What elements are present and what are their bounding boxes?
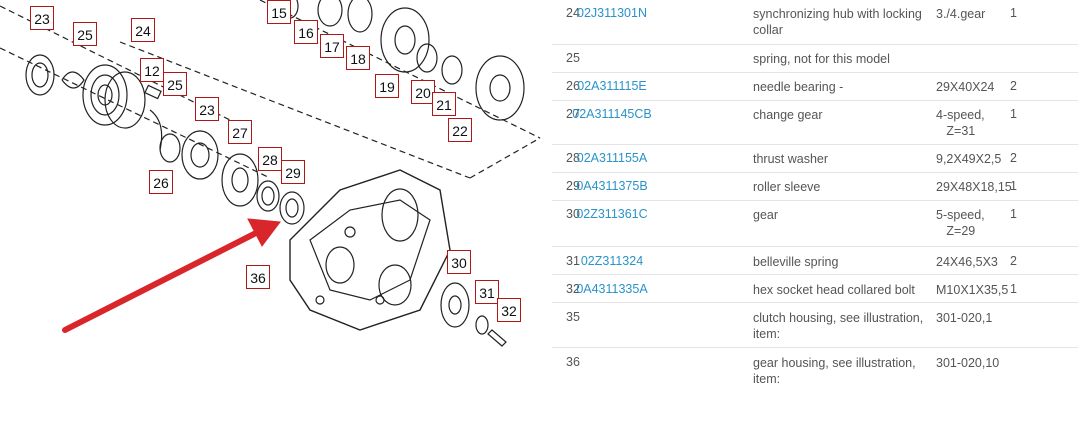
- part-remark: M10X1X35,5: [936, 283, 1009, 297]
- callout-24[interactable]: 24: [131, 18, 155, 42]
- part-number-link[interactable]: 02A311155A: [576, 151, 648, 165]
- part-remark: 5-speed, Z=29: [936, 208, 985, 238]
- callout-32[interactable]: 32: [497, 298, 521, 322]
- table-row: 27 02A311145CB change gear 4-speed, Z=31…: [552, 100, 1078, 145]
- callout-26[interactable]: 26: [149, 170, 173, 194]
- part-number-link[interactable]: 02A311115E: [577, 79, 647, 93]
- callout-21[interactable]: 21: [432, 92, 456, 116]
- callout-12[interactable]: 12: [140, 58, 164, 82]
- part-number-link[interactable]: 0A4311375B: [576, 179, 648, 193]
- table-row: 28 02A311155A thrust washer 9,2X49X2,5 2: [552, 144, 1078, 173]
- row-position: 30: [566, 207, 580, 221]
- part-quantity: 2: [1010, 79, 1017, 93]
- part-quantity: 1: [1010, 6, 1017, 20]
- part-remark: 29X40X24: [936, 80, 995, 94]
- part-remark: 24X46,5X3: [936, 255, 998, 269]
- callout-15[interactable]: 15: [267, 0, 291, 24]
- part-description: needle bearing -: [753, 80, 844, 94]
- part-quantity: 2: [1010, 254, 1017, 268]
- callout-36[interactable]: 36: [246, 265, 270, 289]
- part-number-link[interactable]: 02Z311324: [580, 254, 644, 268]
- callout-19[interactable]: 19: [375, 74, 399, 98]
- row-position: 36: [566, 355, 580, 369]
- callout-25[interactable]: 25: [73, 22, 97, 46]
- part-number-link[interactable]: 02J311301N: [577, 6, 647, 20]
- table-row: 24 02J311301N synchronizing hub with loc…: [552, 0, 1078, 45]
- part-description: gear: [753, 208, 779, 222]
- callout-29[interactable]: 29: [281, 160, 305, 184]
- callout-22[interactable]: 22: [448, 118, 472, 142]
- table-row: 29 0A4311375B roller sleeve 29X48X18,15 …: [552, 172, 1078, 201]
- callout-23[interactable]: 23: [30, 6, 54, 30]
- part-number-link[interactable]: 02A311145CB: [572, 107, 652, 121]
- part-description: thrust washer: [753, 152, 829, 166]
- row-position: 24: [566, 6, 580, 20]
- callout-25b[interactable]: 25: [163, 72, 187, 96]
- callout-28[interactable]: 28: [258, 147, 282, 171]
- table-row: 36 gear housing, see illustration, item:…: [552, 347, 1078, 395]
- part-description: change gear: [753, 108, 823, 122]
- part-quantity: 1: [1010, 207, 1017, 221]
- callout-30[interactable]: 30: [447, 250, 471, 274]
- row-position: 25: [566, 51, 580, 65]
- row-position: 26: [566, 79, 580, 93]
- part-description: clutch housing, see illustration, item:: [753, 311, 924, 341]
- part-description: belleville spring: [753, 255, 839, 269]
- row-position: 28: [566, 151, 580, 165]
- table-row: 31 02Z311324 belleville spring 24X46,5X3…: [552, 246, 1078, 275]
- part-remark: 4-speed, Z=31: [936, 108, 985, 138]
- part-number-link[interactable]: 02Z311361C: [576, 207, 648, 221]
- callout-27[interactable]: 27: [228, 120, 252, 144]
- diagram-drawing: [0, 0, 541, 347]
- table-row: 25 spring, not for this model: [552, 44, 1078, 73]
- exploded-parts-diagram: 23 25 24 12 25 15 16 17 18 19 20 21 22 2…: [0, 0, 541, 347]
- row-position: 31: [566, 254, 580, 268]
- part-quantity: 1: [1010, 282, 1017, 296]
- part-remark: 301-020,10: [936, 356, 1000, 370]
- part-quantity: 1: [1010, 179, 1017, 193]
- row-position: 35: [566, 310, 580, 324]
- part-remark: 29X48X18,15: [936, 180, 1012, 194]
- row-position: 32: [566, 282, 580, 296]
- callout-31[interactable]: 31: [475, 280, 499, 304]
- part-description: spring, not for this model: [753, 52, 890, 66]
- part-description: synchronizing hub with locking collar: [753, 7, 922, 37]
- table-row: 26 02A311115E needle bearing - 29X40X24 …: [552, 72, 1078, 101]
- part-quantity: 2: [1010, 151, 1017, 165]
- parts-list: 24 02J311301N synchronizing hub with loc…: [552, 0, 1078, 420]
- part-description: roller sleeve: [753, 180, 821, 194]
- part-quantity: 1: [1010, 107, 1017, 121]
- row-position: 29: [566, 179, 580, 193]
- part-remark: 3./4.gear: [936, 7, 986, 21]
- callout-23b[interactable]: 23: [195, 97, 219, 121]
- part-remark: 9,2X49X2,5: [936, 152, 1002, 166]
- part-remark: 301-020,1: [936, 311, 993, 325]
- part-description: gear housing, see illustration, item:: [753, 356, 916, 386]
- table-row: 32 0A4311335A hex socket head collared b…: [552, 274, 1078, 303]
- part-number-link[interactable]: 0A4311335A: [576, 282, 648, 296]
- row-position: 27: [566, 107, 580, 121]
- table-row: 30 02Z311361C gear 5-speed, Z=29 1: [552, 200, 1078, 247]
- part-description: hex socket head collared bolt: [753, 283, 915, 297]
- table-row: 35 clutch housing, see illustration, ite…: [552, 302, 1078, 348]
- callout-17[interactable]: 17: [320, 34, 344, 58]
- callout-18[interactable]: 18: [346, 46, 370, 70]
- callout-16[interactable]: 16: [294, 20, 318, 44]
